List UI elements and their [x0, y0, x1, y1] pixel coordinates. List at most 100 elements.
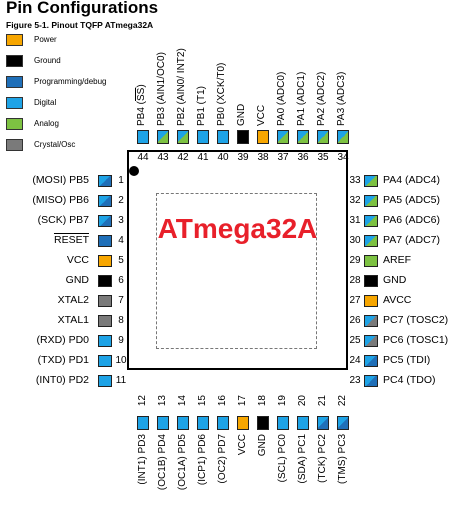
pin-label: PC4 (TDO) — [383, 374, 436, 386]
pin-35 — [317, 130, 329, 144]
pin-number: 18 — [257, 395, 268, 407]
pin-7 — [98, 295, 112, 307]
pin-9 — [98, 335, 112, 347]
legend-label: Digital — [34, 98, 57, 107]
pin-label: (OC2) PD7 — [217, 434, 228, 484]
pin-40 — [217, 130, 229, 144]
pin-label: (OC1B) PD4 — [157, 434, 168, 491]
pin-number: 26 — [349, 315, 361, 326]
pin-24 — [364, 355, 378, 367]
pin-label: (MISO) PB6 — [32, 194, 89, 206]
pin-number: 11 — [115, 375, 127, 386]
figure-caption: Figure 5-1. Pinout TQFP ATmega32A — [6, 20, 154, 30]
pin-30 — [364, 235, 378, 247]
pin-42 — [177, 130, 189, 144]
pin-label: (OC1A) PD5 — [177, 434, 188, 491]
pin-label: VCC — [256, 104, 267, 126]
pin-number: 32 — [349, 195, 361, 206]
pin-number: 8 — [118, 315, 124, 326]
legend-swatch — [6, 139, 23, 151]
pin-18 — [257, 416, 269, 430]
pin-label: (ICP1) PD6 — [197, 434, 208, 486]
pin-number: 44 — [137, 152, 149, 163]
pin-number: 34 — [337, 152, 349, 163]
pin-label: PA3 (ADC3) — [336, 71, 347, 126]
pin-number: 1 — [118, 175, 124, 186]
pin-number: 14 — [177, 395, 188, 407]
pin-label: (INT0) PD2 — [35, 374, 89, 386]
chip-name: ATmega32A — [157, 213, 318, 244]
pin-6 — [98, 275, 112, 287]
pin-4 — [98, 235, 112, 247]
pin-36 — [297, 130, 309, 144]
pin-number: 7 — [118, 295, 124, 306]
legend-swatch — [6, 97, 23, 109]
pin-17 — [237, 416, 249, 430]
pin-label: (TMS) PC3 — [337, 434, 348, 484]
pin-label: PC7 (TOSC2) — [383, 314, 449, 326]
pin-label: GND — [65, 274, 89, 286]
pin-number: 3 — [118, 215, 124, 226]
legend-label: Crystal/Osc — [34, 140, 76, 149]
legend-swatch — [6, 118, 23, 130]
pin-number: 23 — [349, 375, 361, 386]
pin-label: XTAL1 — [57, 314, 89, 326]
pin-number: 9 — [118, 335, 124, 346]
pin-number: 36 — [297, 152, 309, 163]
pin-label: (SCK) PB7 — [37, 214, 89, 226]
pin-number: 6 — [118, 275, 124, 286]
pin-label: GND — [383, 274, 407, 286]
pin-number: 43 — [157, 152, 169, 163]
pin-number: 4 — [118, 235, 124, 246]
pin-number: 21 — [317, 395, 328, 407]
pin-number: 41 — [197, 152, 209, 163]
pin-label: PA1 (ADC1) — [296, 71, 307, 126]
pin-number: 19 — [277, 395, 288, 407]
pin-16 — [217, 416, 229, 430]
pin-label: VCC — [237, 434, 248, 456]
pin-number: 17 — [237, 395, 248, 407]
pin-8 — [98, 315, 112, 327]
pin-label: PA7 (ADC7) — [383, 234, 440, 246]
pin-label: (TXD) PD1 — [37, 354, 89, 366]
pin-label: (SDA) PC1 — [297, 434, 308, 484]
pin-label: PA6 (ADC6) — [383, 214, 440, 226]
pin-number: 42 — [177, 152, 189, 163]
legend-swatch — [6, 76, 23, 88]
pin-37 — [277, 130, 289, 144]
pin-number: 2 — [118, 195, 124, 206]
pin-number: 5 — [118, 255, 124, 266]
pin-29 — [364, 255, 378, 267]
pin-33 — [364, 175, 378, 187]
pin-label: XTAL2 — [57, 294, 89, 306]
pin-28 — [364, 275, 378, 287]
pin-number: 12 — [137, 395, 148, 407]
legend-label: Programming/debug — [34, 77, 107, 86]
pin-label: PA4 (ADC4) — [383, 174, 440, 186]
pin-label: GND — [236, 103, 247, 126]
pin-25 — [364, 335, 378, 347]
pin-number: 15 — [197, 395, 208, 407]
pin-label: (TCK) PC2 — [317, 434, 328, 483]
pin-26 — [364, 315, 378, 327]
pin-number: 16 — [217, 395, 228, 407]
pin-number: 39 — [237, 152, 249, 163]
pin-label: PA0 (ADC0) — [276, 71, 287, 126]
page-title: Pin Configurations — [6, 0, 159, 17]
pin-label: (RXD) PD0 — [36, 334, 89, 346]
pin-number: 33 — [349, 175, 361, 186]
pin-12 — [137, 416, 149, 430]
pin-label: PB1 (T1) — [196, 85, 207, 126]
pin-number: 31 — [349, 215, 361, 226]
pin-1 — [98, 175, 112, 187]
pin-13 — [157, 416, 169, 430]
pin-label: PC5 (TDI) — [383, 354, 431, 366]
pin-39 — [237, 130, 249, 144]
pin-19 — [277, 416, 289, 430]
pin-32 — [364, 195, 378, 207]
pin1-marker-dot — [129, 166, 139, 176]
pin-number: 35 — [317, 152, 329, 163]
pin-2 — [98, 195, 112, 207]
pin-label: RESET — [53, 234, 89, 246]
pin-10 — [98, 355, 112, 367]
